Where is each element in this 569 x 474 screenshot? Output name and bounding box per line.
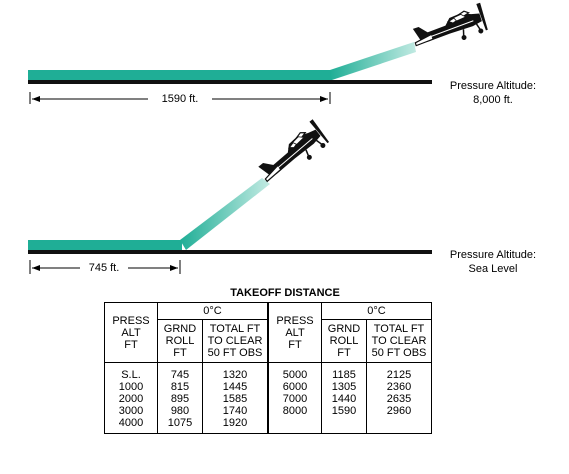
table-cell-value: 2125 [386,369,412,381]
pressure-altitude-caption: Pressure Altitude: [449,80,537,92]
table-cell-value: 8000 [282,405,308,417]
table-cell-value: 815 [170,381,190,393]
airplane-icon [408,2,491,56]
table-cell-value: 1185 [332,369,356,381]
table-cell-value: 980 [170,405,190,417]
pressure-altitude-caption: Pressure Altitude: [449,249,537,261]
grnd-roll-header: GRND ROLL FT [321,319,367,363]
table-cell-value: 5000 [282,369,308,381]
table-cell-value: 1305 [331,381,357,393]
table-cell-value: 2360 [386,381,412,393]
takeoff-distance-table: PRESS ALT FT 0°C PRESS ALT FT 0°C GRND R… [104,302,432,434]
climb-path [330,42,416,80]
press-alt-header: PRESS ALT FT [267,302,322,363]
press-alt-header: PRESS ALT FT [104,302,158,363]
table-cell-value: 895 [170,393,190,405]
table-cell-value: 4000 [118,417,144,429]
table-cell-value: 1920 [222,417,248,429]
pressure-altitude-label: Pressure Altitude: 8,000 ft. [438,79,548,107]
grnd-roll-header: GRND ROLL FT [157,319,203,363]
table-cell-value: 1585 [222,393,248,405]
temperature-header: 0°C [157,302,269,320]
table-cell-value: 1440 [331,393,357,405]
pressure-altitude-value: 8,000 ft. [473,94,513,106]
total-distance-header: TOTAL FT TO CLEAR 50 FT OBS [366,319,432,363]
temperature-header: 0°C [321,302,432,320]
airplane-icon [253,118,333,190]
ground-roll-bar [28,240,182,250]
distance-label: 745 ft. [88,262,120,274]
climb-path [180,178,270,250]
table-cell-value: 745 [170,369,190,381]
table-cell-value: 2000 [118,393,144,405]
pressure-altitude-value: Sea Level [468,263,518,275]
table-cell-value: 2635 [386,393,412,405]
table-cell-value: 6000 [282,381,308,393]
distance-label: 1590 ft. [161,93,199,105]
table-title: TAKEOFF DISTANCE [230,287,340,299]
table-cell-value: 1590 [331,405,357,417]
total-distance-header: TOTAL FT TO CLEAR 50 FT OBS [202,319,269,363]
pressure-altitude-label: Pressure Altitude: Sea Level [438,248,548,276]
takeoff-diagram [28,2,491,274]
table-cell-value: 7000 [282,393,308,405]
table-cell-value: 2960 [386,405,412,417]
table-cell-value: 1000 [118,381,144,393]
diagram-sea-level [28,118,432,274]
table-cell-value: 1075 [167,417,193,429]
table-cell-value: 1320 [222,369,248,381]
ground-roll-bar [28,70,332,80]
diagram-high-altitude [28,2,491,104]
table-cell-value: 1445 [222,381,248,393]
table-cell-value: S.L. [121,369,141,381]
table-cell-value: 1740 [222,405,248,417]
table-cell-value: 3000 [118,405,144,417]
runway-line [28,80,432,84]
runway-line [28,250,432,254]
